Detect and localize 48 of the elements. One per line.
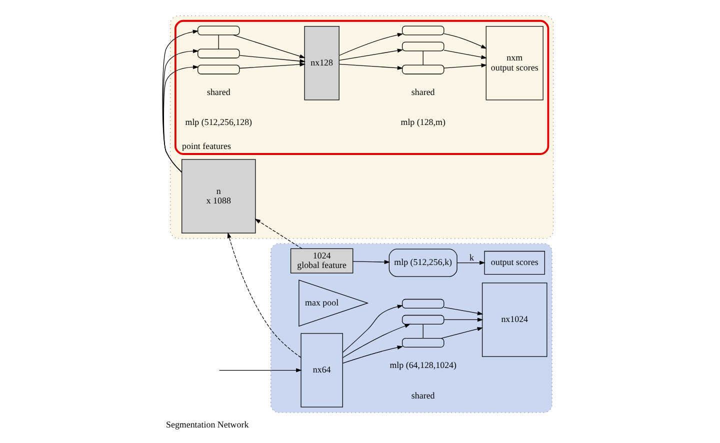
arrow: [218, 368, 302, 372]
arrow: [443, 307, 483, 316]
node-box: nx64: [300, 333, 342, 408]
node-box: nx128: [304, 26, 339, 100]
arrow: [232, 34, 305, 58]
arrow: [342, 304, 403, 353]
node-box: nxm output scores: [485, 26, 543, 100]
cluster: [270, 243, 552, 413]
arrow: [342, 324, 410, 358]
node-box: [401, 314, 444, 325]
arrow: [338, 32, 403, 56]
label: shared: [410, 390, 434, 400]
connector: [422, 324, 423, 339]
node-box: [401, 64, 444, 74]
node-box: n x 1088: [181, 159, 256, 234]
arrow: [443, 33, 486, 49]
caption: Segmentation Network: [166, 419, 248, 430]
label: mlp (128,m): [400, 117, 445, 128]
edge-label: k: [469, 252, 474, 262]
arrow: [440, 327, 483, 339]
arrow: [352, 260, 390, 264]
arrow: [338, 64, 403, 70]
arrow: [443, 63, 487, 68]
arrow: [443, 318, 483, 322]
node-box: output scores: [484, 250, 544, 275]
arrow: [456, 260, 485, 265]
node-box: [401, 26, 444, 36]
node-box: nx1024: [481, 282, 547, 357]
connector: [422, 50, 423, 66]
arrow: [443, 50, 487, 60]
node-box: mlp (512,256,k): [388, 248, 457, 277]
node-box: [401, 298, 444, 309]
node-box: [197, 48, 240, 58]
node-box: [197, 26, 240, 36]
node-box: 1024 global feature: [290, 248, 353, 274]
arrow: [238, 55, 306, 64]
arrow: [254, 218, 302, 249]
arrow: [338, 48, 403, 61]
arrow: [342, 346, 403, 364]
node-box: [401, 338, 444, 348]
label: shared: [410, 86, 434, 97]
node-box: [401, 42, 444, 52]
node-box: [197, 64, 240, 74]
arrow: [226, 232, 301, 358]
arrow: [238, 62, 306, 69]
label: mlp (64,128,1024): [389, 360, 456, 370]
label: mlp (512,256,128): [184, 117, 252, 128]
label: shared: [206, 86, 230, 97]
